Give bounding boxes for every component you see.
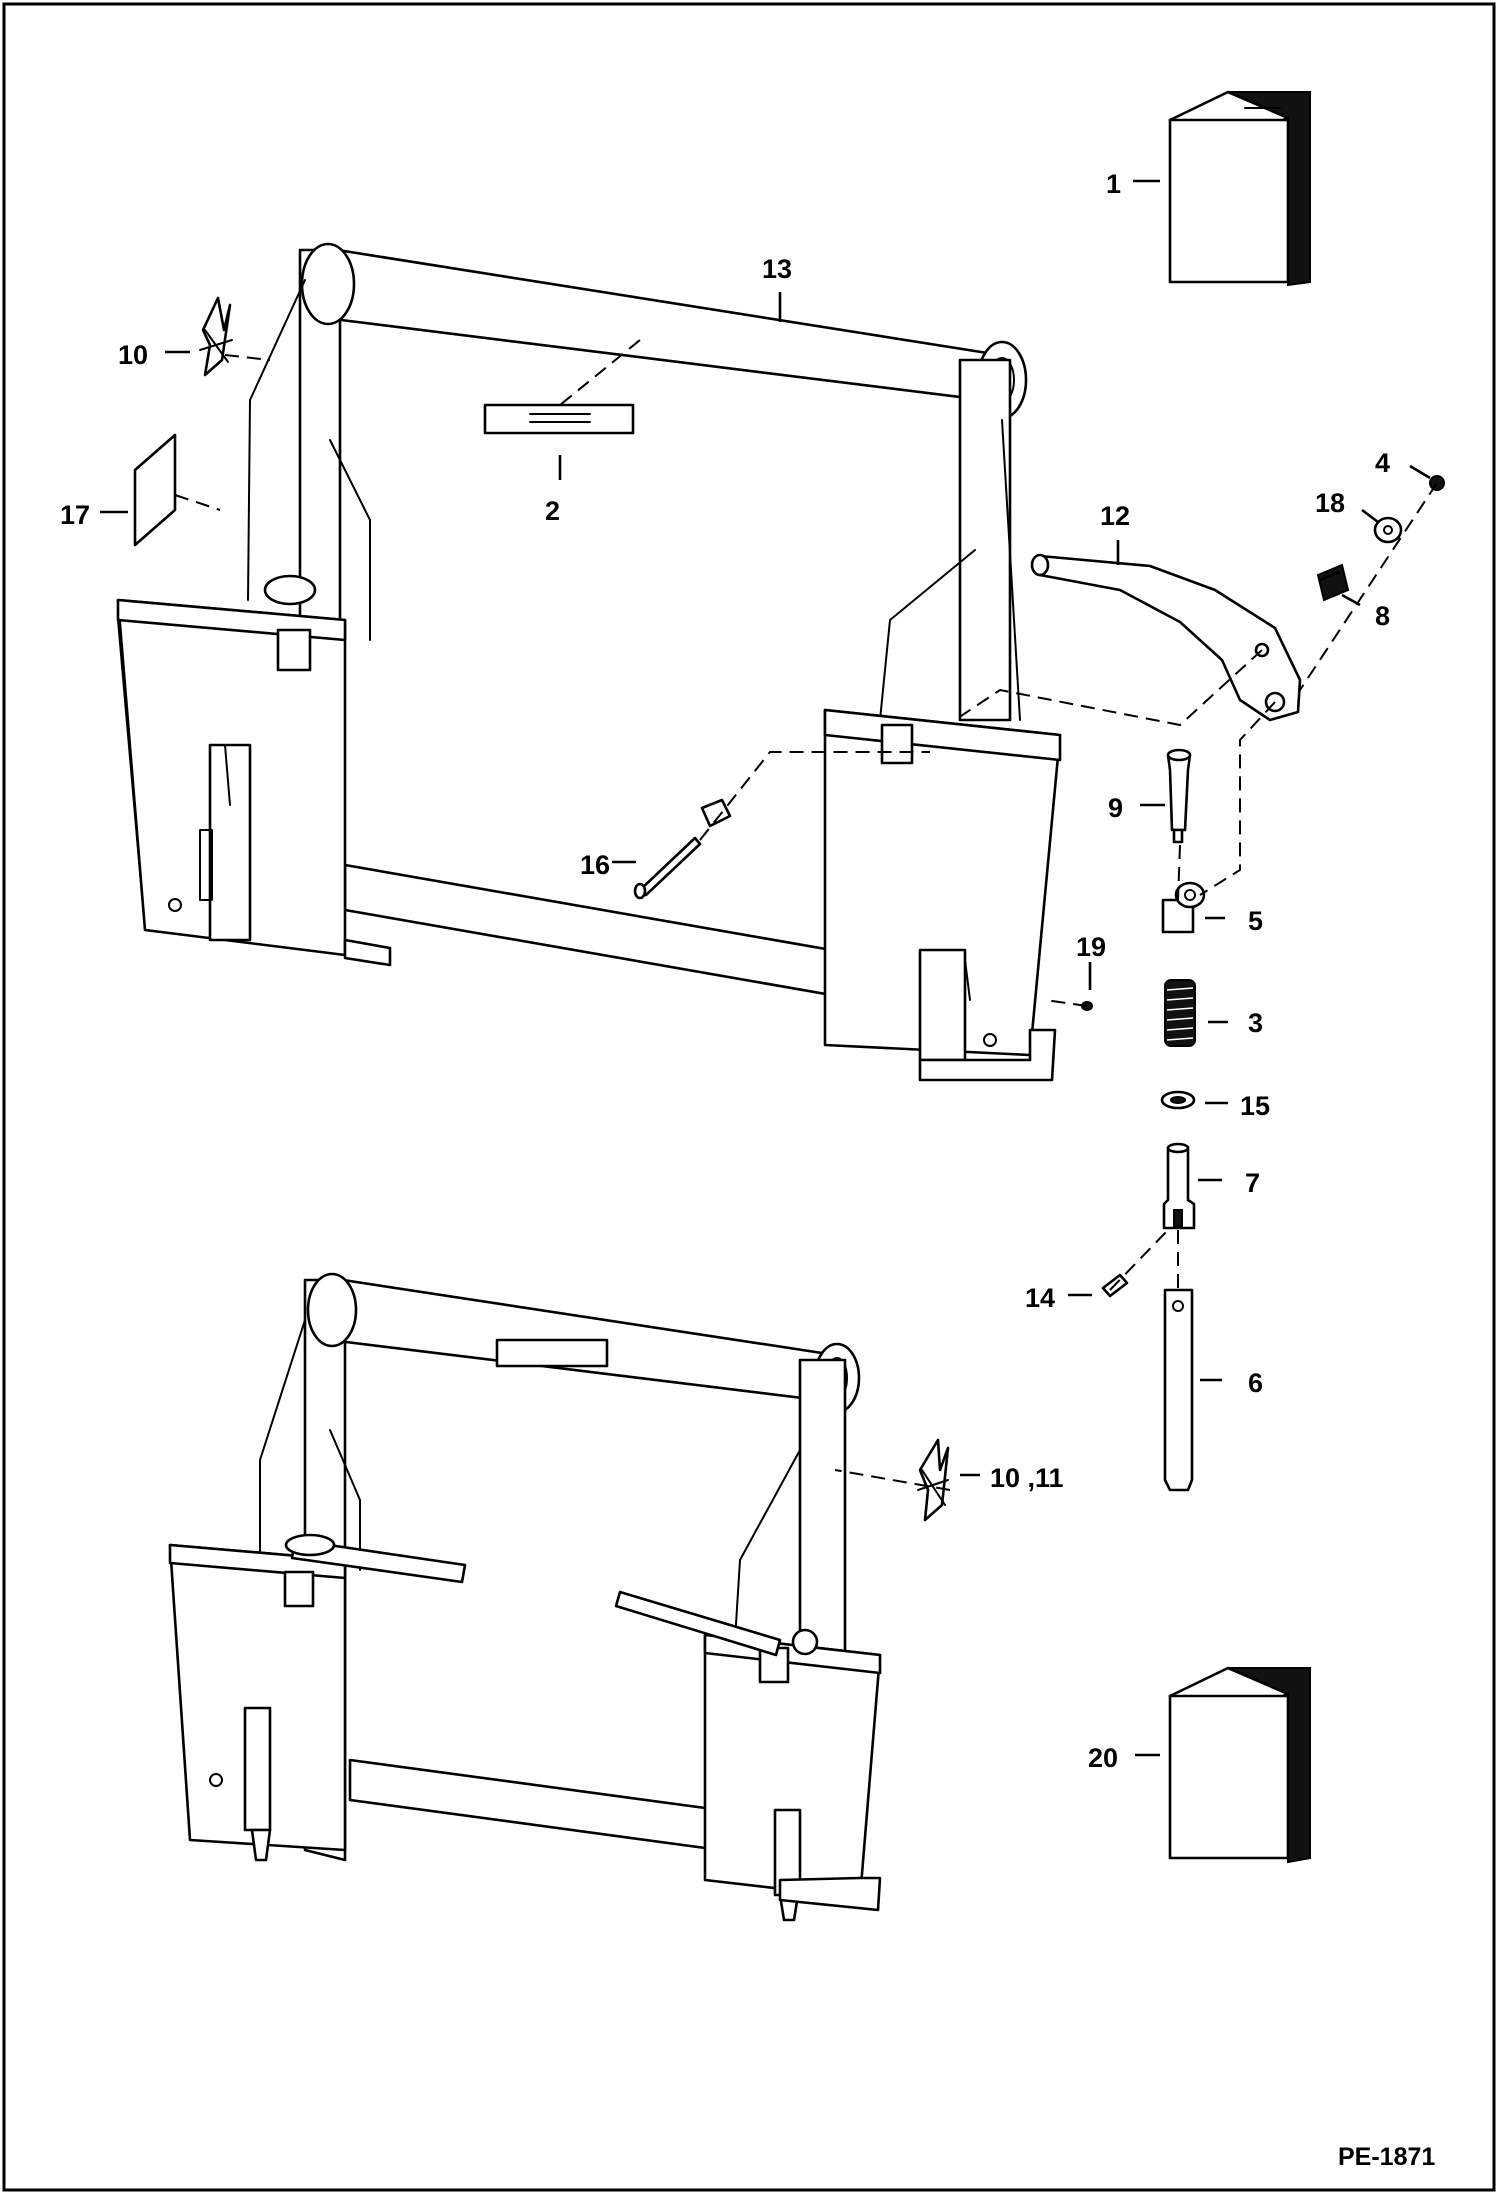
- callout-10-11: 10 ,11: [990, 1463, 1064, 1493]
- part-18-washer: [1373, 516, 1403, 544]
- part-12-lever: [1030, 553, 1302, 722]
- callout-labels: 1 2 3 4 5 6 7 8 9 10 10 ,11 12 13 14 15 …: [60, 169, 1390, 1773]
- part-7-clevis: [1162, 1142, 1196, 1230]
- callout-3: 3: [1248, 1008, 1263, 1038]
- part-10-decal-upper: [199, 296, 233, 377]
- part-20-box: [1168, 1666, 1311, 1864]
- callout-4: 4: [1375, 448, 1390, 478]
- upper-mounting-frame: [116, 242, 1062, 1082]
- decal-part-17: [133, 433, 177, 547]
- lower-mounting-frame: [168, 1272, 882, 1922]
- lower-decal: [495, 1338, 609, 1368]
- callout-16: 16: [580, 850, 610, 880]
- callout-19: 19: [1076, 932, 1106, 962]
- callout-leaders: [100, 179, 1431, 1757]
- callout-14: 14: [1025, 1283, 1055, 1313]
- part-9-pin: [1166, 748, 1192, 844]
- part-15-washer: [1160, 1090, 1196, 1110]
- part-10-11-decal-lower: [917, 1438, 950, 1522]
- callout-12: 12: [1100, 501, 1130, 531]
- callout-10: 10: [118, 340, 148, 370]
- drawing-reference-number: PE-1871: [1338, 2143, 1435, 2171]
- callout-20: 20: [1088, 1743, 1118, 1773]
- decal-part-2: [483, 403, 635, 435]
- callout-9: 9: [1108, 793, 1123, 823]
- part-1-box: [1168, 90, 1311, 287]
- part-8-spring: [1316, 563, 1350, 602]
- part-3-spring: [1164, 979, 1196, 1047]
- callout-8: 8: [1375, 601, 1390, 631]
- callout-6: 6: [1248, 1368, 1263, 1398]
- part-16-bolt: [633, 798, 732, 900]
- callout-13: 13: [762, 254, 792, 284]
- assembly-lines: [174, 339, 1438, 1491]
- callout-7: 7: [1245, 1168, 1260, 1198]
- callout-18: 18: [1315, 488, 1345, 518]
- part-6-rod: [1163, 1288, 1194, 1492]
- callout-15: 15: [1240, 1091, 1270, 1121]
- callout-2: 2: [545, 496, 560, 526]
- part-5-block: [1161, 881, 1206, 934]
- callout-1: 1: [1106, 169, 1121, 199]
- callout-17: 17: [60, 500, 90, 530]
- callout-5: 5: [1248, 906, 1263, 936]
